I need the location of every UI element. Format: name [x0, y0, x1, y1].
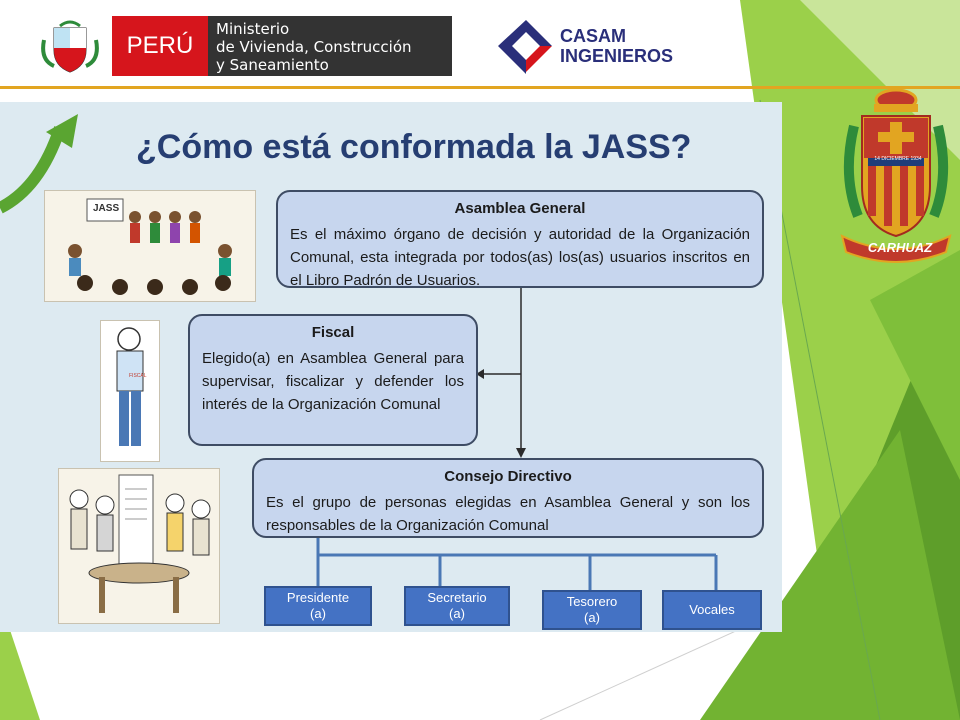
role-vocales-line1: Vocales [689, 602, 735, 617]
consejo-text: Es el grupo de personas elegidas en Asam… [266, 494, 750, 534]
role-vocales: Vocales [662, 590, 762, 630]
directive-council-illustration [58, 468, 220, 624]
meeting-people-icon [68, 198, 232, 295]
crest-banner: CARHUAZ [867, 240, 933, 255]
ministry-label: Ministerio de Vivienda, Construcción y S… [208, 16, 452, 76]
crest-date: 14 DICIEMBRE 1934 [874, 156, 922, 162]
fiscal-person-illustration: FISCAL [100, 320, 160, 462]
peru-label: PERÚ [112, 16, 208, 76]
diagram-title: ¿Cómo está conformada la JASS? [136, 128, 692, 166]
community-meeting-illustration: JASS [44, 190, 256, 302]
org-chart-connectors [316, 288, 718, 590]
role-presidente: Presidente (a) [264, 586, 372, 626]
role-presidente-line1: Presidente [286, 590, 350, 605]
role-tesorero-line1: Tesorero [566, 594, 618, 609]
fiscal-badge-label: FISCAL [129, 373, 147, 379]
green-arrow-icon [0, 114, 78, 214]
casam-logo-text: CASAM INGENIEROS [560, 26, 673, 66]
fiscal-title: Fiscal [311, 324, 355, 341]
casam-logo-icon [498, 20, 552, 74]
role-tesorero-line2: (a) [584, 610, 600, 625]
asamblea-general-box: Asamblea General Es el máximo órgano de … [276, 190, 764, 289]
ministry-line-3: y Saneamiento [216, 56, 329, 74]
fiscal-person-icon [116, 327, 144, 446]
consejo-title: Consejo Directivo [444, 468, 572, 485]
casam-name: CASAM [560, 26, 626, 46]
consejo-directivo-box: Consejo Directivo Es el grupo de persona… [252, 458, 764, 538]
meeting-sign-label: JASS [93, 203, 120, 214]
ministry-line-1: Ministerio [216, 20, 290, 38]
asamblea-text: Es el máximo órgano de decisión y autori… [290, 226, 750, 289]
casam-subtitle: INGENIEROS [560, 46, 674, 66]
council-people-icon [69, 474, 211, 613]
role-secretario-line1: Secretario [427, 590, 487, 605]
asamblea-title: Asamblea General [454, 200, 586, 217]
role-presidente-line2: (a) [310, 606, 326, 621]
role-secretario-line2: (a) [449, 606, 465, 621]
ministry-line-2: de Vivienda, Construcción [216, 38, 412, 56]
fiscal-box: Fiscal Elegido(a) en Asamblea General pa… [188, 314, 478, 446]
carhuaz-crest-icon [840, 88, 952, 263]
fiscal-text: Elegido(a) en Asamblea General para supe… [202, 350, 464, 413]
role-secretario: Secretario (a) [404, 586, 510, 626]
header-divider [0, 86, 960, 89]
peru-coat-of-arms-icon [41, 20, 99, 73]
role-tesorero: Tesorero (a) [542, 590, 642, 630]
